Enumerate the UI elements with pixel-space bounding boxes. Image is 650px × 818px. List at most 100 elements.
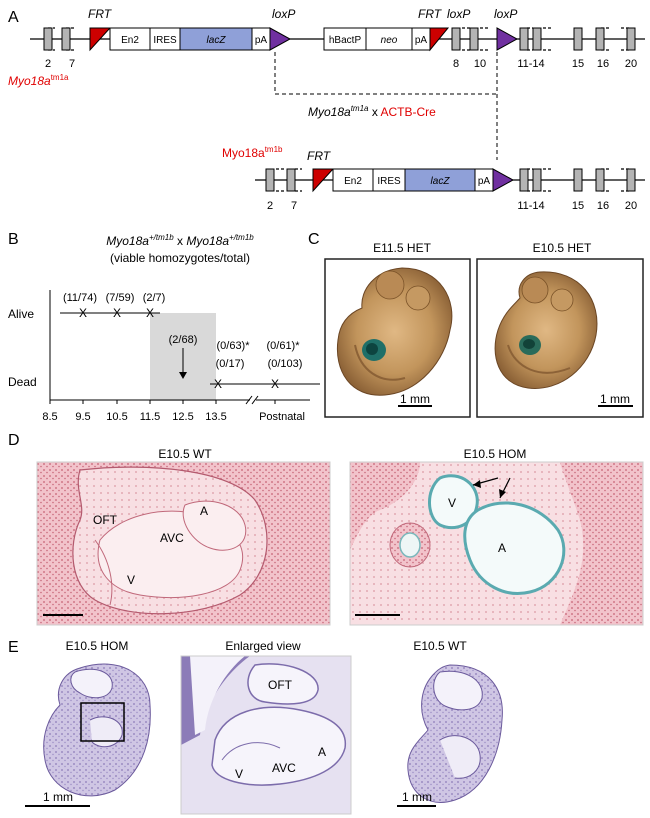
frt-label-2: FRT xyxy=(418,7,443,21)
ires-label-2: IRES xyxy=(377,176,401,187)
exon-num: 16 xyxy=(597,58,609,70)
loxp-site-4 xyxy=(492,168,515,192)
alive-counts: (11/74) (7/59) (2/7) xyxy=(63,292,165,304)
alive-label: Alive xyxy=(8,307,34,321)
panel-b-cross: Myo18a+/tm1b x Myo18a+/tm1b xyxy=(106,233,254,248)
dead-x-mark: X xyxy=(214,377,222,391)
arrow-1-head xyxy=(473,480,481,488)
region-label-v: V xyxy=(448,496,456,510)
x-tick: Postnatal xyxy=(259,411,305,423)
arrow-2-head xyxy=(499,489,506,498)
pa-label-3: pA xyxy=(478,176,491,187)
exon-num: 7 xyxy=(291,200,297,212)
enlarged-region-labels: OFT V AVC A xyxy=(235,678,326,781)
panel-e-title-2: Enlarged view xyxy=(225,639,301,653)
allele-2-exons xyxy=(265,168,636,192)
frt-label-3: FRT xyxy=(307,149,332,163)
histology-wt-image: OFT A AVC V xyxy=(36,461,331,626)
panel-b-letter: B xyxy=(8,231,19,248)
panel-c-left-title: E11.5 HET xyxy=(373,241,431,255)
allele-1-exon-numbers: 2 7 8 10 11-14 15 16 20 xyxy=(45,58,637,70)
enlarged-view-image: OFT V AVC A xyxy=(180,655,352,815)
alive-count: (7/59) xyxy=(106,292,135,304)
cre-connector xyxy=(274,52,497,95)
panel-e-title-3: E10.5 WT xyxy=(413,639,467,653)
pa-label-2: pA xyxy=(415,35,428,46)
zoom-box xyxy=(80,702,125,742)
panel-d-letter: D xyxy=(8,432,20,449)
hom-region-labels: V A xyxy=(448,496,506,555)
dead-count: (0/61)* xyxy=(266,340,300,352)
neo-label: neo xyxy=(381,35,398,46)
alive-count: (11/74) xyxy=(63,292,97,304)
en2-label: En2 xyxy=(121,35,139,46)
dead-count: (2/68) xyxy=(169,334,198,346)
region-label-avc: AVC xyxy=(160,531,184,545)
exon-num: 20 xyxy=(625,200,637,212)
dead-arrow-head xyxy=(179,372,187,379)
dead-counts: (2/68) (0/63)* (0/17) (0/61)* (0/103) xyxy=(169,334,303,370)
panel-c-right-title: E10.5 HET xyxy=(533,241,592,255)
panel-b-subtitle: (viable homozygotes/total) xyxy=(110,251,250,265)
allele-2-exon-numbers: 2 7 11-14 15 16 20 xyxy=(267,200,637,212)
allele-tm1a-label: Myo18atm1a xyxy=(8,73,69,88)
dead-x-mark: X xyxy=(271,377,279,391)
scale-left: 1 mm xyxy=(400,392,430,406)
x-tick: 8.5 xyxy=(42,411,57,423)
dead-count: (0/17) xyxy=(216,358,245,370)
alive-count: (2/7) xyxy=(143,292,166,304)
x-tick: 11.5 xyxy=(140,411,161,423)
exon-num: 20 xyxy=(625,58,637,70)
alive-markers: X X X xyxy=(79,306,154,320)
exon-num: 15 xyxy=(572,58,584,70)
loxp-label-1: loxP xyxy=(272,7,295,21)
frt-site-1 xyxy=(89,27,112,52)
axis-break-2 xyxy=(251,395,259,405)
hbactp-label: hBactP xyxy=(329,35,362,46)
loxp-label-2: loxP xyxy=(447,7,470,21)
dead-count: (0/103) xyxy=(268,358,303,370)
exon-num: 7 xyxy=(69,58,75,70)
x-tick: 9.5 xyxy=(75,411,90,423)
exon-num: 11-14 xyxy=(517,58,544,70)
exon-num: 10 xyxy=(474,58,486,70)
scale-e-right: 1 mm xyxy=(402,790,432,804)
wt-region-labels: OFT A AVC V xyxy=(93,504,208,587)
allele-1-exons xyxy=(43,27,636,51)
dead-count: (0/63)* xyxy=(216,340,250,352)
exon-num: 11-14 xyxy=(517,200,544,212)
region-label-avc: AVC xyxy=(272,761,296,775)
frt-site-2 xyxy=(429,27,450,52)
ires-label: IRES xyxy=(153,35,177,46)
frt-label-1: FRT xyxy=(88,7,113,21)
axis-break-1 xyxy=(245,395,253,405)
panel-e-letter: E xyxy=(8,639,19,656)
hom-whole-section-image: 1 mm xyxy=(25,663,151,807)
x-tick: 12.5 xyxy=(172,411,193,423)
loxp-site-1 xyxy=(269,27,292,51)
lacz-label-2: lacZ xyxy=(431,176,451,187)
alive-x-mark: X xyxy=(113,306,121,320)
embryo-left-image: 1 mm xyxy=(336,267,453,407)
en2-label-2: En2 xyxy=(344,176,362,187)
panel-c-letter: C xyxy=(308,231,320,248)
dead-markers: X X xyxy=(214,377,279,391)
embryo-right-image: 1 mm xyxy=(494,271,633,407)
region-label-v: V xyxy=(235,767,243,781)
x-ticks xyxy=(49,400,276,404)
alive-x-mark: X xyxy=(146,306,154,320)
exon-num: 15 xyxy=(572,200,584,212)
x-tick: 10.5 xyxy=(106,411,127,423)
wt-whole-section-image: 1 mm xyxy=(397,664,503,807)
pa-label-1: pA xyxy=(255,35,268,46)
exon-num: 2 xyxy=(45,58,51,70)
panel-a-letter: A xyxy=(8,9,19,26)
cross-label: Myo18atm1a x ACTB-Cre xyxy=(308,104,436,119)
region-label-a: A xyxy=(318,745,326,759)
region-label-oft: OFT xyxy=(93,513,118,527)
panel-e-title-1: E10.5 HOM xyxy=(66,639,129,653)
frt-site-3 xyxy=(312,168,335,193)
allele-tm1b-label: Myo18atm1b xyxy=(222,145,283,160)
